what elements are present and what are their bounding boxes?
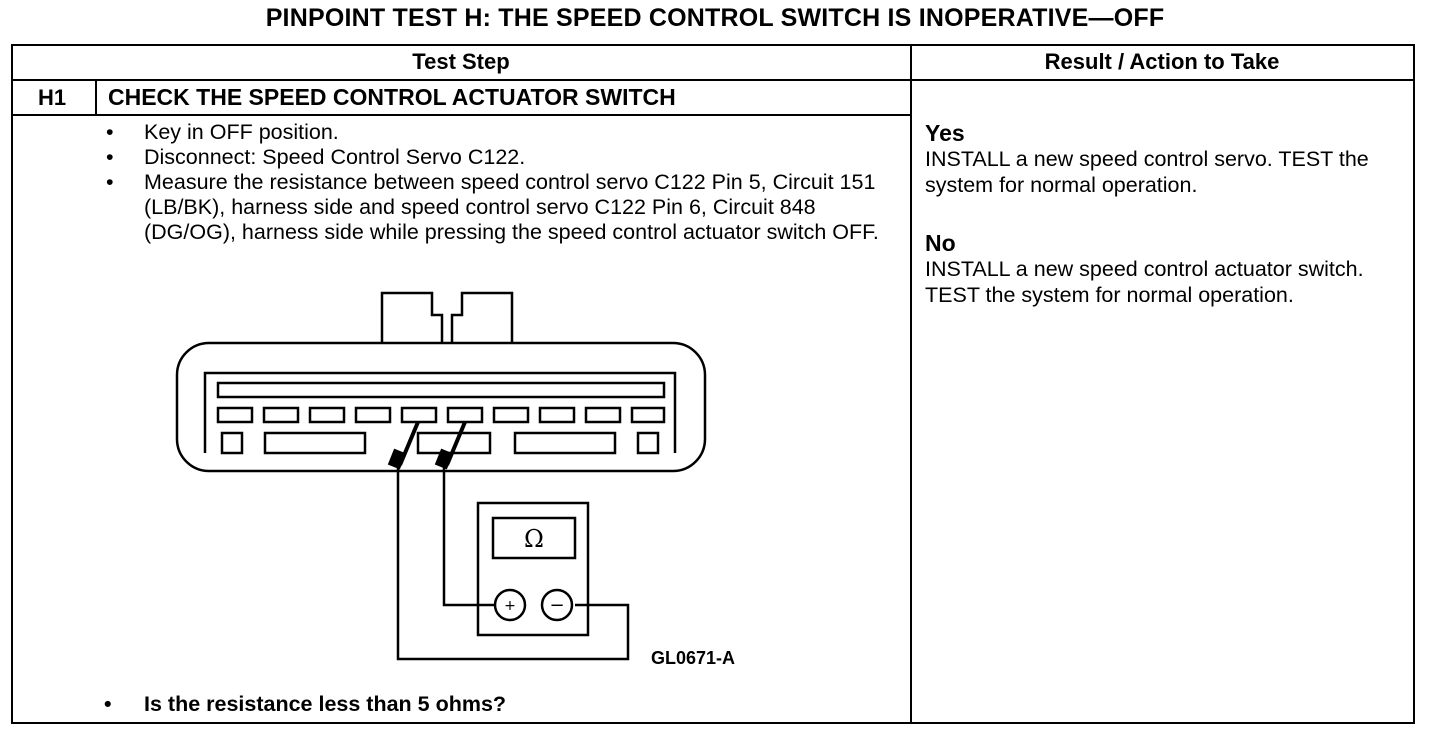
result-yes: Yes INSTALL a new speed control servo. T… [925, 120, 1395, 198]
meter-plus-label: + [504, 598, 516, 614]
test-table [11, 44, 1415, 724]
list-item: • Measure the resistance between speed co… [104, 170, 884, 245]
header-test-step: Test Step [412, 49, 510, 74]
instruction-text: Measure the resistance between speed con… [144, 170, 879, 244]
result-no-label: No [925, 230, 956, 256]
result-no: No INSTALL a new speed control actuator … [925, 230, 1395, 308]
bullet-icon: • [106, 120, 114, 144]
step-title: CHECK THE SPEED CONTROL ACTUATOR SWITCH [108, 84, 676, 110]
bullet-icon: • [104, 692, 112, 716]
bullet-icon: • [106, 145, 114, 169]
instruction-text: Key in OFF position. [144, 120, 339, 144]
step-id-divider [95, 80, 97, 115]
list-item: • Key in OFF position. [104, 120, 884, 145]
header-divider [11, 79, 1415, 81]
step-id: H1 [38, 85, 67, 110]
ohmmeter-icon [476, 501, 590, 637]
step-title-divider [11, 114, 911, 116]
question-text: Is the resistance less than 5 ohms? [144, 692, 507, 716]
bullet-icon: • [106, 170, 114, 194]
instruction-list: • Key in OFF position. • Disconnect: Speed… [104, 120, 884, 245]
ohm-symbol: Ω [524, 525, 544, 553]
column-divider [910, 44, 912, 724]
question: • Is the resistance less than 5 ohms? [104, 692, 506, 717]
connector-meter-diagram: Ω + − [175, 291, 707, 661]
result-no-text: INSTALL a new speed control actuator swi… [925, 257, 1364, 307]
connector-icon [175, 291, 707, 473]
result-yes-label: Yes [925, 120, 965, 146]
result-yes-text: INSTALL a new speed control servo. TEST … [925, 147, 1369, 197]
page-title: PINPOINT TEST H: THE SPEED CONTROL SWITC… [265, 4, 1165, 32]
list-item: • Disconnect: Speed Control Servo C122. [104, 145, 884, 170]
header-result: Result / Action to Take [1044, 49, 1280, 74]
figure-id: GL0671-A [651, 648, 736, 668]
test-probes [387, 421, 467, 470]
test-leads [396, 467, 630, 661]
instruction-text: Disconnect: Speed Control Servo C122. [144, 145, 526, 169]
meter-minus-label: − [549, 595, 564, 616]
